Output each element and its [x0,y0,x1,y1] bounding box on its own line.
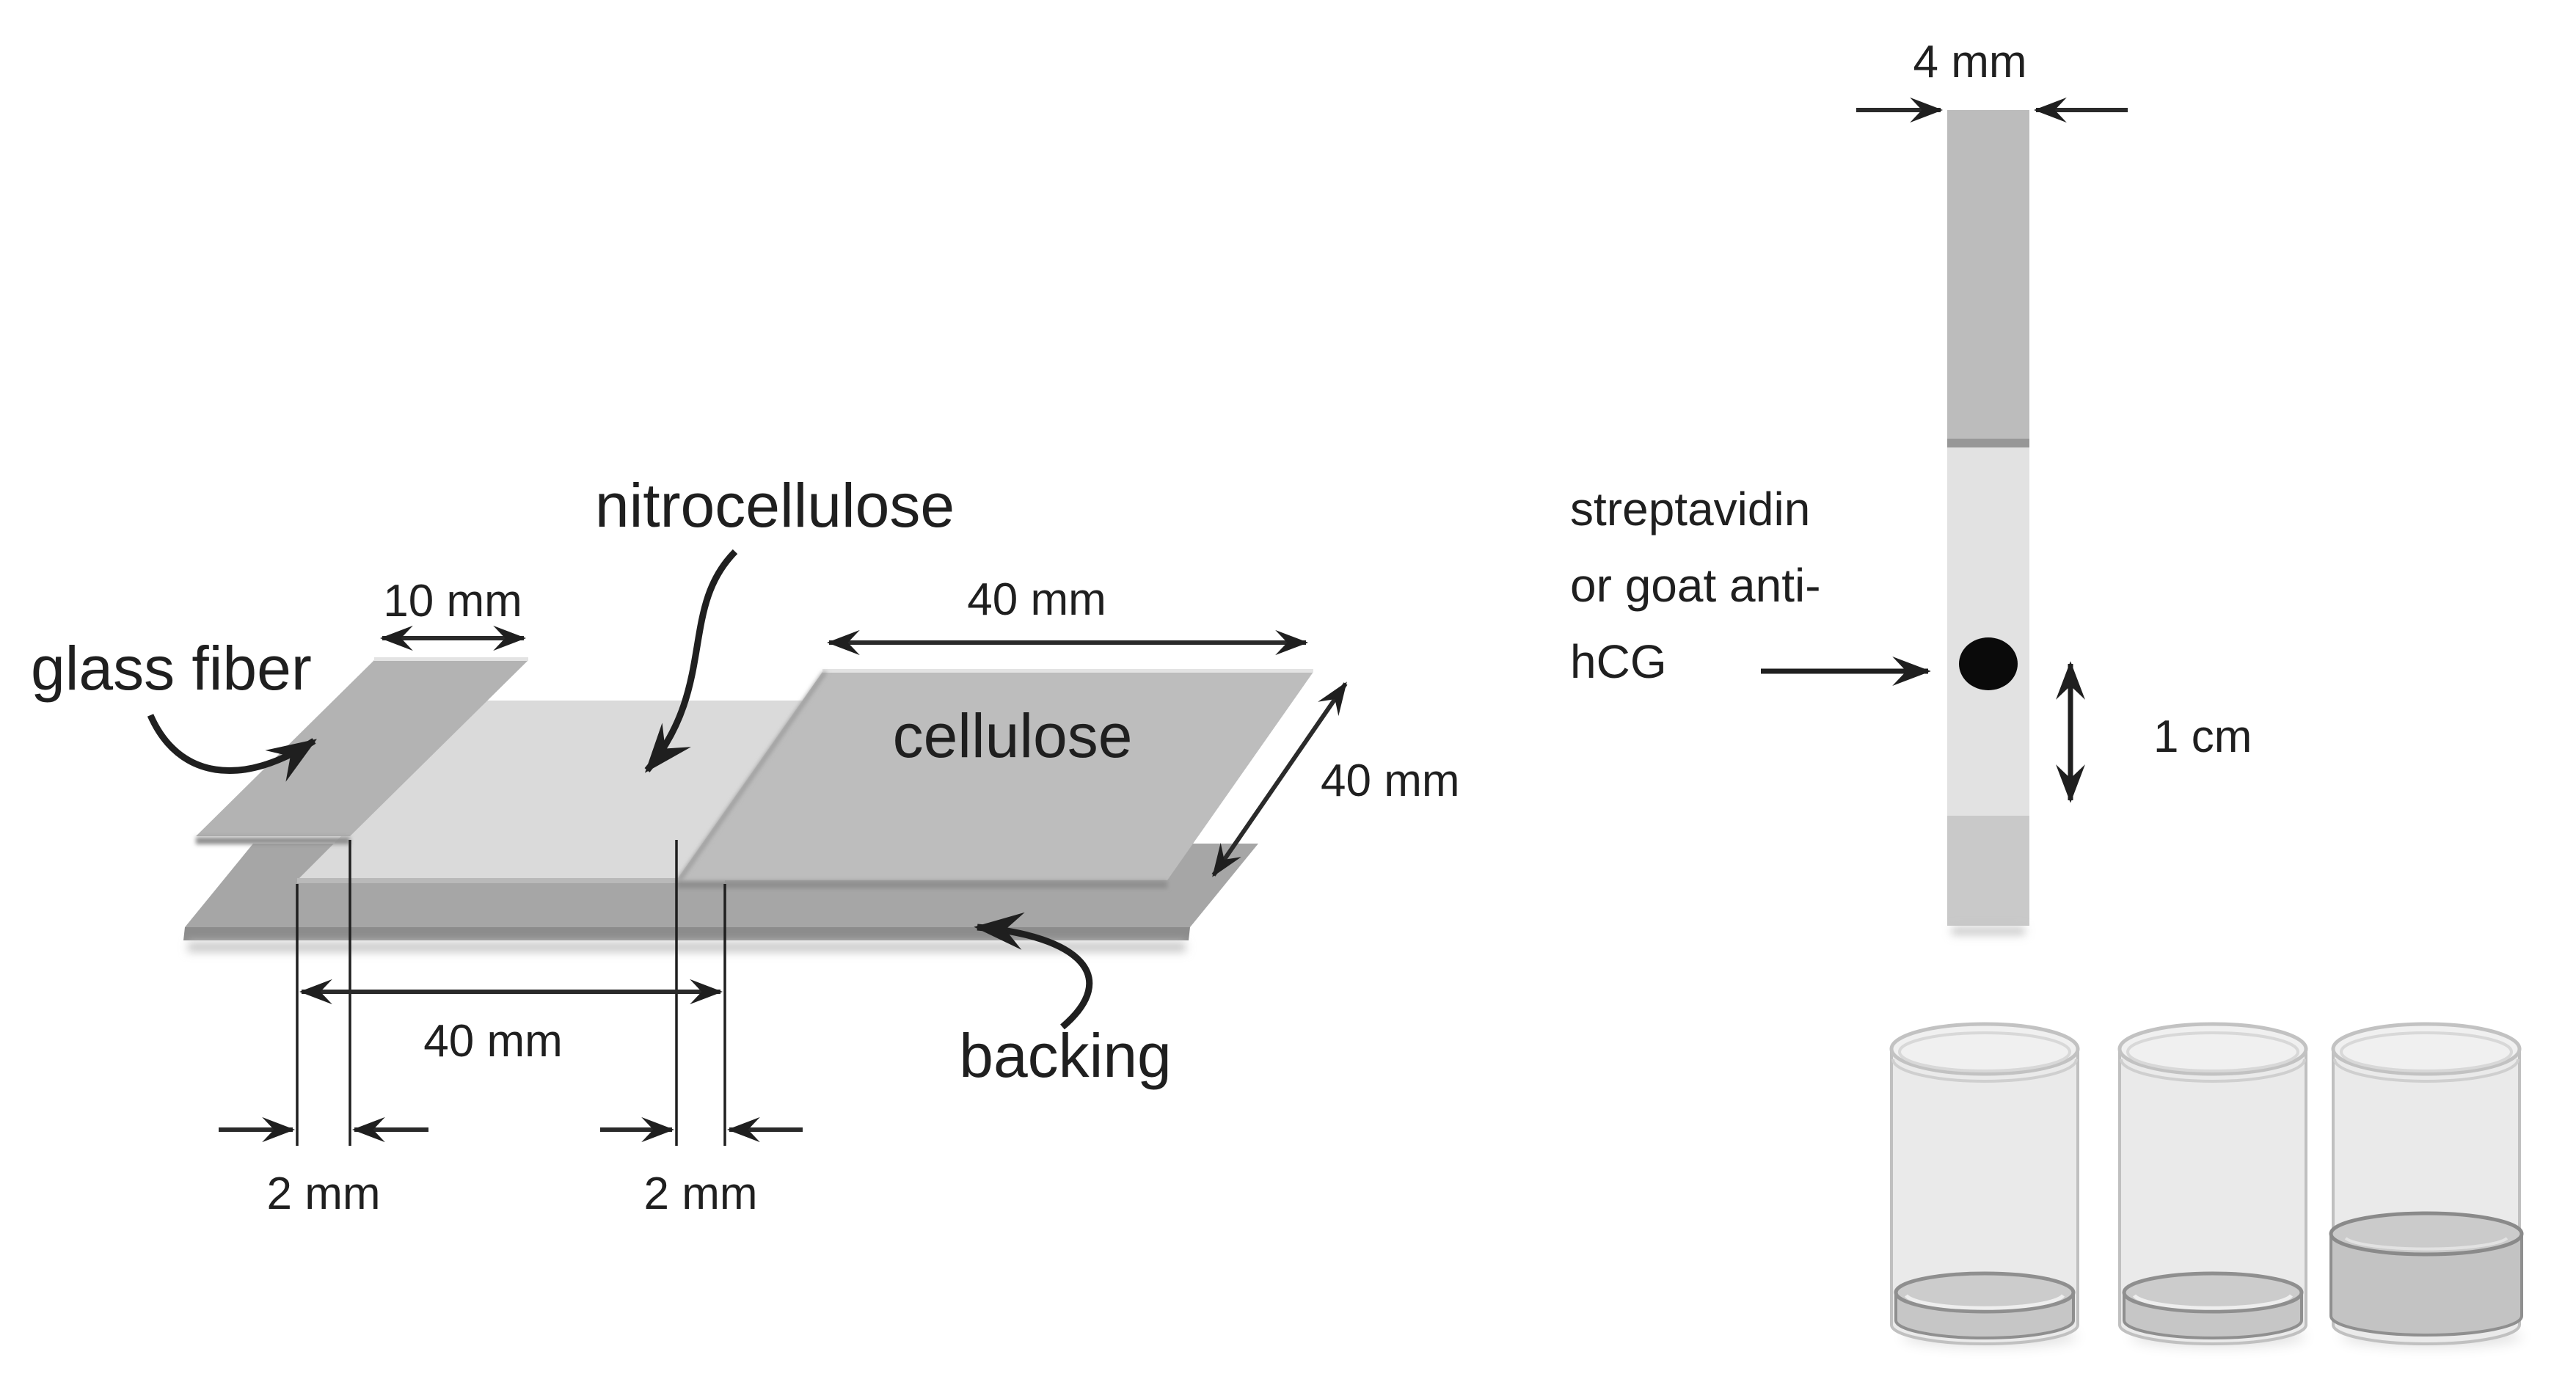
capture-spot [1959,637,2018,690]
cup-2 [2117,1022,2308,1347]
cup-2-body [2118,1048,2307,1345]
glass-fiber-top-highlight [374,657,528,661]
cellulose-bottom-shadow [676,881,1167,888]
spot-label-line2: or goat anti- [1570,559,1821,612]
dim-depth-text: 40 mm [1321,756,1459,806]
cup-2-liquid-surface [2122,1271,2304,1314]
cup-1 [1889,1022,2080,1347]
cup-1-body [1890,1048,2079,1345]
cup-1-liquid-surface [1894,1271,2076,1314]
cup-3-rim-inner [2340,1031,2513,1072]
glass-fiber-bottom-shadow [196,837,350,844]
nitrocellulose-front-lip [297,878,725,883]
dim-pad-width-text: 10 mm [383,576,522,626]
label-glass-fiber: glass fiber [31,634,312,703]
cup-2-rim-inner [2126,1031,2299,1072]
dim-spot-offset-text: 1 cm [2153,712,2252,762]
dim-strip-width-text: 4 mm [1913,37,2027,87]
cellulose-top-highlight [822,669,1313,673]
cup-1-rim-lower-arc [1891,1059,2078,1083]
strip-shadow [1952,927,2025,935]
backing-shadow [188,942,1186,952]
assembly-diagram: nitrocellulose glass fiber cellulose bac… [31,471,1459,1219]
strip-separator-line [1947,439,2029,447]
glass-fiber-pad [196,660,528,836]
glass-fiber-pointer-arrow [147,714,317,782]
cellulose-left-edge-shade [676,672,828,880]
spot-label-line3: hCG [1570,635,1667,688]
strip-wick-section [1947,816,2029,926]
cup-3-pellet-surface [2329,1211,2524,1257]
cup-3-pellet-highlight [2344,1237,2509,1251]
backing-front-edge [183,927,1190,940]
strip-diagram: 4 mm streptavidin or goat anti- hCG 1 cm [1570,37,2252,935]
nitrocellulose-pointer-arrow [644,549,738,773]
cup-2-rim-lower-arc [2120,1059,2306,1083]
cup-1-liquid-highlight [1904,1294,2065,1310]
backing-pointer-arrow [974,912,1093,1030]
label-nitrocellulose: nitrocellulose [595,471,955,540]
dim-overlap-right-text: 2 mm [644,1169,758,1219]
strip-sample-section [1947,110,2029,439]
cup-1-rim-inner [1898,1031,2071,1072]
cup-3-rim-lower-arc [2333,1059,2520,1083]
cup-3-pellet-body [2329,1232,2523,1337]
label-backing: backing [959,1021,1172,1090]
cellulose-pad [676,672,1313,880]
dim-membrane-width-text: 40 mm [423,1016,562,1067]
cup-2-liquid-highlight [2132,1294,2294,1310]
dim-depth-arrow [1211,681,1348,877]
label-cellulose: cellulose [893,701,1133,770]
cup-3 [2329,1022,2524,1347]
dim-overlap-left-text: 2 mm [267,1169,381,1219]
strip-membrane-section [1947,447,2029,816]
sample-cups [1889,1022,2524,1347]
spot-label-line1: streptavidin [1570,483,1810,535]
dim-cellulose-width-text: 40 mm [967,574,1106,625]
